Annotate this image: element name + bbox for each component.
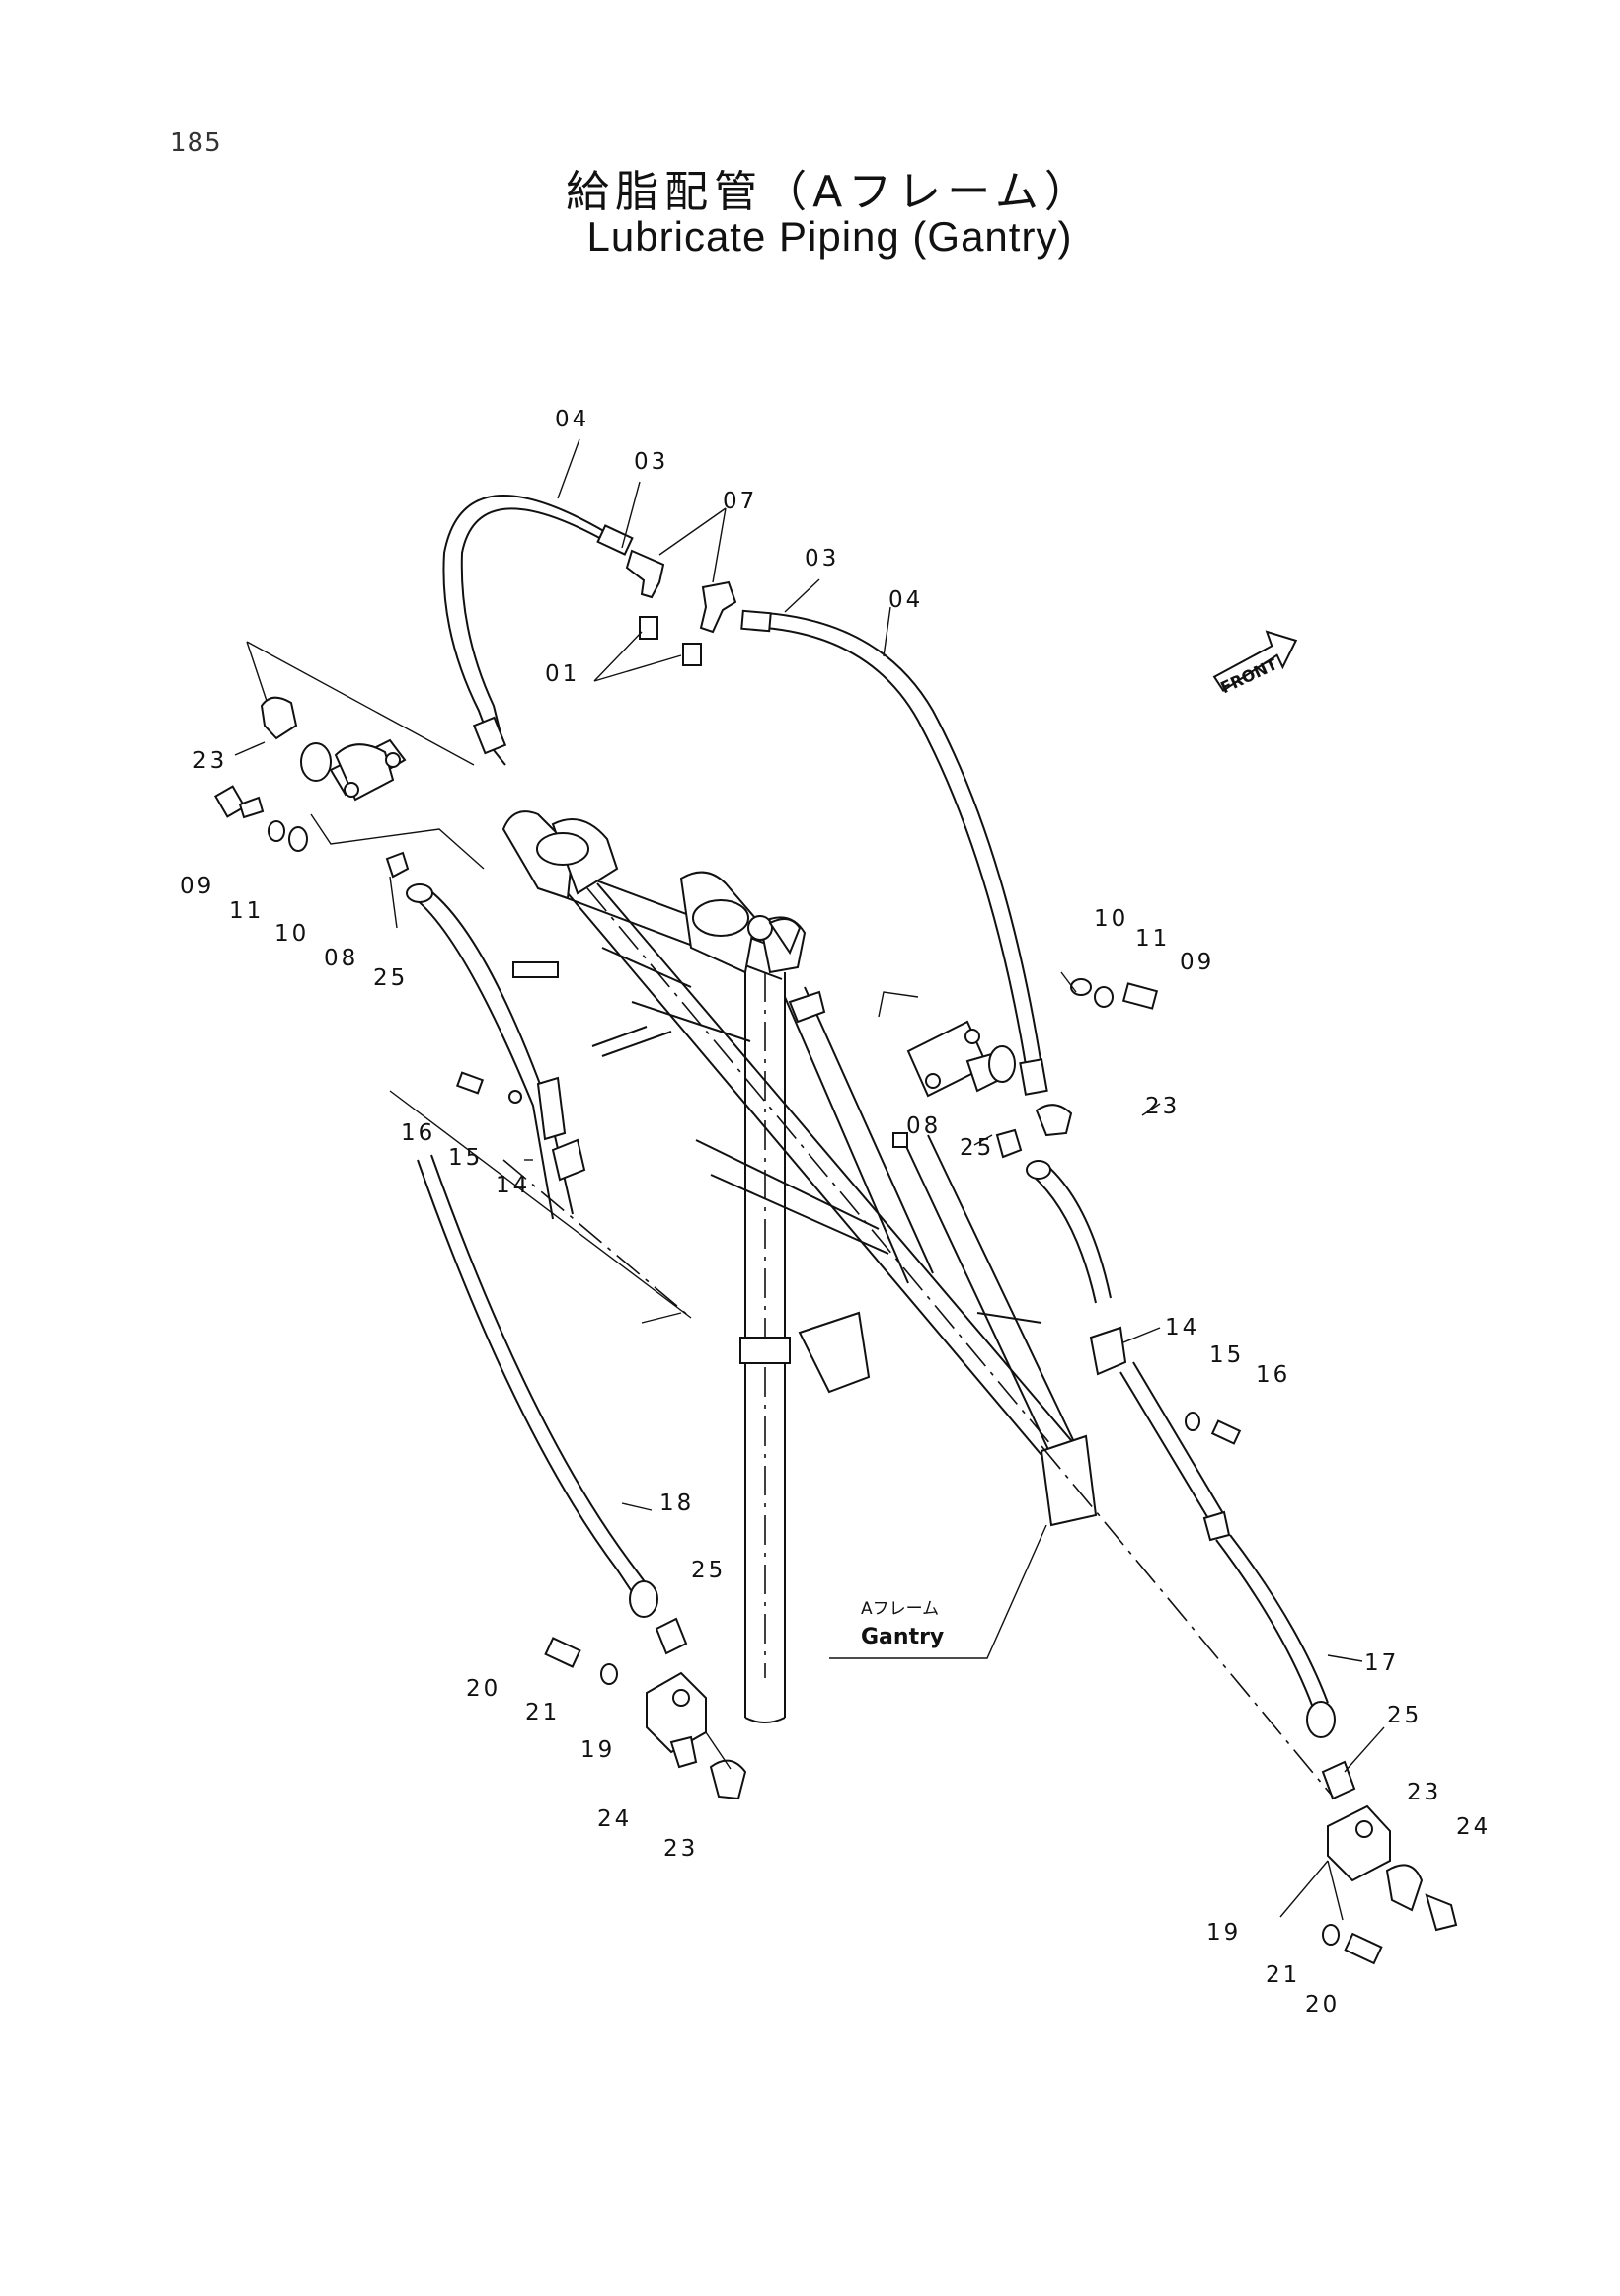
part-label: 04 [888, 587, 923, 613]
part-label: 03 [805, 546, 839, 572]
part-label: 01 [545, 661, 579, 687]
part-label: 14 [496, 1173, 530, 1198]
part-label: 23 [1407, 1780, 1441, 1805]
part-label: 16 [1256, 1362, 1290, 1388]
gantry-label-en: Gantry [861, 1625, 944, 1649]
part-label: 23 [1145, 1094, 1180, 1119]
part-label: 25 [373, 965, 408, 991]
part-label: 10 [1094, 906, 1128, 932]
part-label: 24 [597, 1806, 632, 1832]
left-bracket-assembly [213, 641, 586, 1220]
page-number: 185 [170, 128, 222, 158]
part-label: 25 [1387, 1703, 1422, 1728]
part-label: 10 [274, 921, 309, 947]
part-label: 14 [1165, 1315, 1199, 1340]
part-label: 20 [1305, 1992, 1340, 2018]
part-label: 19 [580, 1737, 615, 1763]
part-label: 18 [659, 1491, 694, 1516]
fittings-top [593, 507, 737, 682]
part-label: 20 [466, 1676, 501, 1702]
left-lower-block [544, 1617, 747, 1800]
part-label: 25 [960, 1135, 994, 1161]
part-label: 21 [1266, 1962, 1300, 1988]
part-label: 23 [663, 1836, 698, 1862]
part-label: 19 [1206, 1920, 1241, 1946]
part-label: 16 [401, 1120, 435, 1146]
part-label: 03 [634, 449, 668, 475]
part-label: 17 [1364, 1650, 1399, 1676]
part-label: 25 [691, 1558, 726, 1583]
right-bracket-assembly [878, 971, 1336, 1738]
part-label: 24 [1456, 1814, 1491, 1840]
leader-lines [234, 438, 1385, 1918]
part-label: 23 [193, 748, 227, 774]
title-japanese: 給脂配管（Aフレーム） [566, 167, 1094, 217]
part-label: 09 [180, 874, 214, 899]
part-label: 07 [723, 489, 757, 514]
part-label: 08 [906, 1113, 941, 1139]
part-label: 09 [1180, 950, 1214, 975]
part-label: 11 [1135, 926, 1170, 952]
part-label: 08 [324, 946, 358, 971]
part-label: 15 [1209, 1342, 1244, 1368]
hose-04-right [740, 609, 1048, 1096]
gantry-label-jp: Aフレーム [861, 1599, 939, 1619]
pipe-18 [389, 1090, 692, 1618]
part-label: 15 [448, 1145, 483, 1171]
part-label: 11 [229, 898, 264, 924]
gantry-callout: Aフレーム Gantry [829, 1524, 1047, 1659]
right-lower-block [1041, 1445, 1458, 1965]
part-label: 04 [555, 407, 589, 432]
title-english: Lubricate Piping (Gantry) [586, 213, 1073, 260]
part-label: 21 [525, 1700, 560, 1725]
front-arrow: FRONT [1212, 630, 1298, 697]
part-labels: 04 03 07 03 04 01 23 09 11 10 08 25 10 1… [180, 407, 1491, 2018]
gantry-frame [501, 810, 1098, 1723]
hose-04-left [442, 494, 634, 766]
